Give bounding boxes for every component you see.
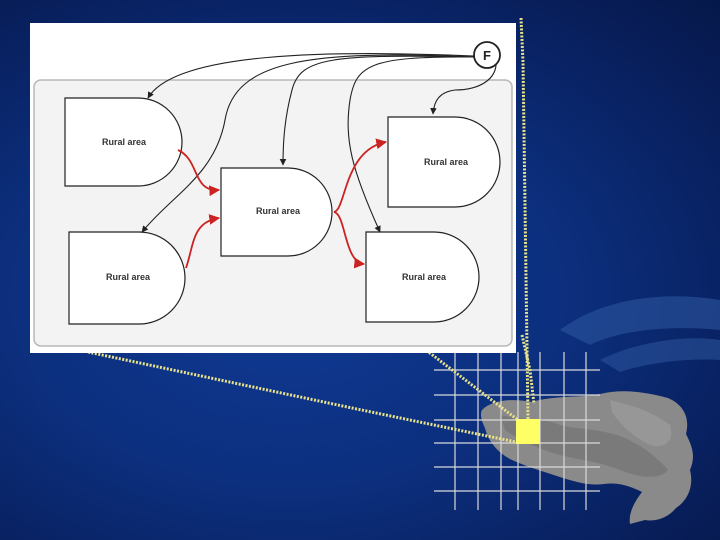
- rural-area-node-4: Rural area: [387, 116, 501, 208]
- rural-area-node-1: Rural area: [64, 97, 183, 187]
- rural-area-label: Rural area: [256, 206, 301, 216]
- rural-area-label: Rural area: [102, 137, 147, 147]
- rural-area-node-5: Rural area: [365, 231, 480, 323]
- region-map: [481, 391, 693, 524]
- rural-area-label: Rural area: [402, 272, 447, 282]
- rural-area-node-2: Rural area: [68, 231, 186, 325]
- rural-area-node-3: Rural area: [220, 167, 333, 257]
- background-swoosh: [560, 296, 720, 372]
- flow-arrows: [177, 138, 388, 269]
- map-grid: [434, 352, 600, 510]
- node-f: F: [473, 41, 501, 69]
- node-f-label: F: [483, 48, 491, 63]
- rural-area-label: Rural area: [106, 272, 151, 282]
- source-arrows: [141, 53, 497, 233]
- highlight-cell: [516, 419, 540, 444]
- rural-area-label: Rural area: [424, 157, 469, 167]
